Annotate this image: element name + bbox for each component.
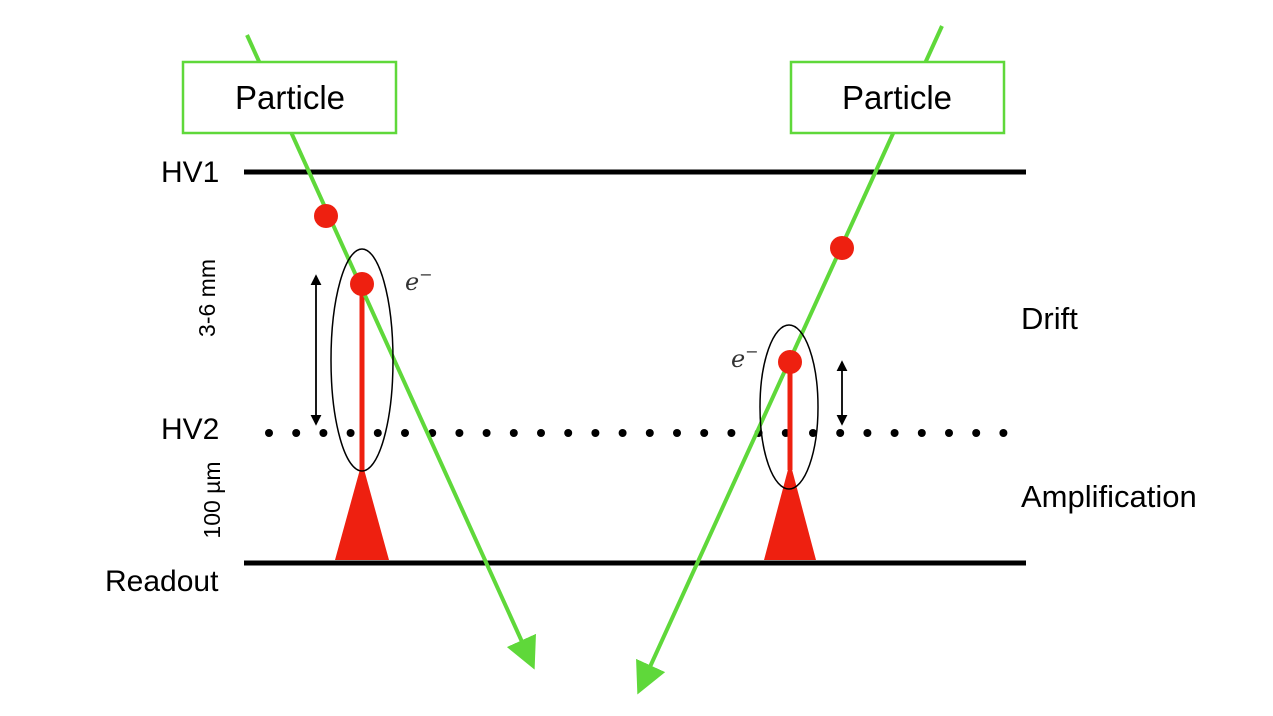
drift-gap-label: 3-6 mm (194, 259, 220, 337)
mesh-dot (836, 429, 845, 437)
mesh-dot (727, 429, 736, 437)
mesh-dot (373, 429, 382, 437)
mesh-dot (945, 429, 953, 437)
ionization-dot-left-lower (350, 272, 374, 296)
electron-ellipse-right (759, 324, 819, 490)
hv2-label: HV2 (161, 413, 219, 446)
mesh-dot (591, 429, 600, 437)
mesh-dot (292, 429, 301, 437)
mesh-dot (809, 429, 817, 437)
electron-ellipse-left (330, 248, 394, 472)
readout-label: Readout (105, 565, 219, 598)
hv1-label: HV1 (161, 156, 219, 189)
avalanche-right (764, 462, 816, 560)
ionization-dot-left-upper (314, 204, 338, 228)
mesh-dot (346, 429, 355, 437)
mesh-dot (972, 429, 981, 437)
mesh-dot (401, 429, 409, 437)
mesh-dot (482, 429, 491, 437)
drift-label: Drift (1021, 301, 1078, 336)
electron-label-left: e− (405, 265, 433, 296)
particle-box-left (181, 60, 398, 135)
particle-track-left (245, 34, 536, 670)
particle-label-left: Particle (235, 79, 345, 116)
mesh-dot (537, 429, 545, 437)
electron-label-right: e− (731, 342, 759, 373)
mesh-dot (700, 429, 709, 437)
mesh-dot (618, 429, 627, 437)
mesh-dot (455, 429, 464, 437)
mesh-dot (645, 429, 654, 437)
mesh-dot (319, 429, 328, 437)
mesh-dot (673, 429, 681, 437)
mesh-dot (265, 429, 273, 437)
ionization-dot-right-lower (778, 350, 802, 374)
hv2-mesh (265, 429, 1008, 437)
mesh-dot (509, 429, 518, 437)
mesh-dot (917, 429, 926, 437)
mesh-dot (999, 429, 1008, 437)
amplification-label: Amplification (1021, 479, 1197, 514)
mesh-dot (890, 429, 899, 437)
mesh-dot (863, 429, 872, 437)
ionization-dot-right-upper (830, 236, 854, 260)
avalanche-left (335, 462, 389, 560)
particle-label-right: Particle (842, 79, 952, 116)
amplification-gap-label: 100 µm (199, 461, 225, 538)
particle-box-right (789, 60, 1006, 135)
mesh-dot (564, 429, 573, 437)
